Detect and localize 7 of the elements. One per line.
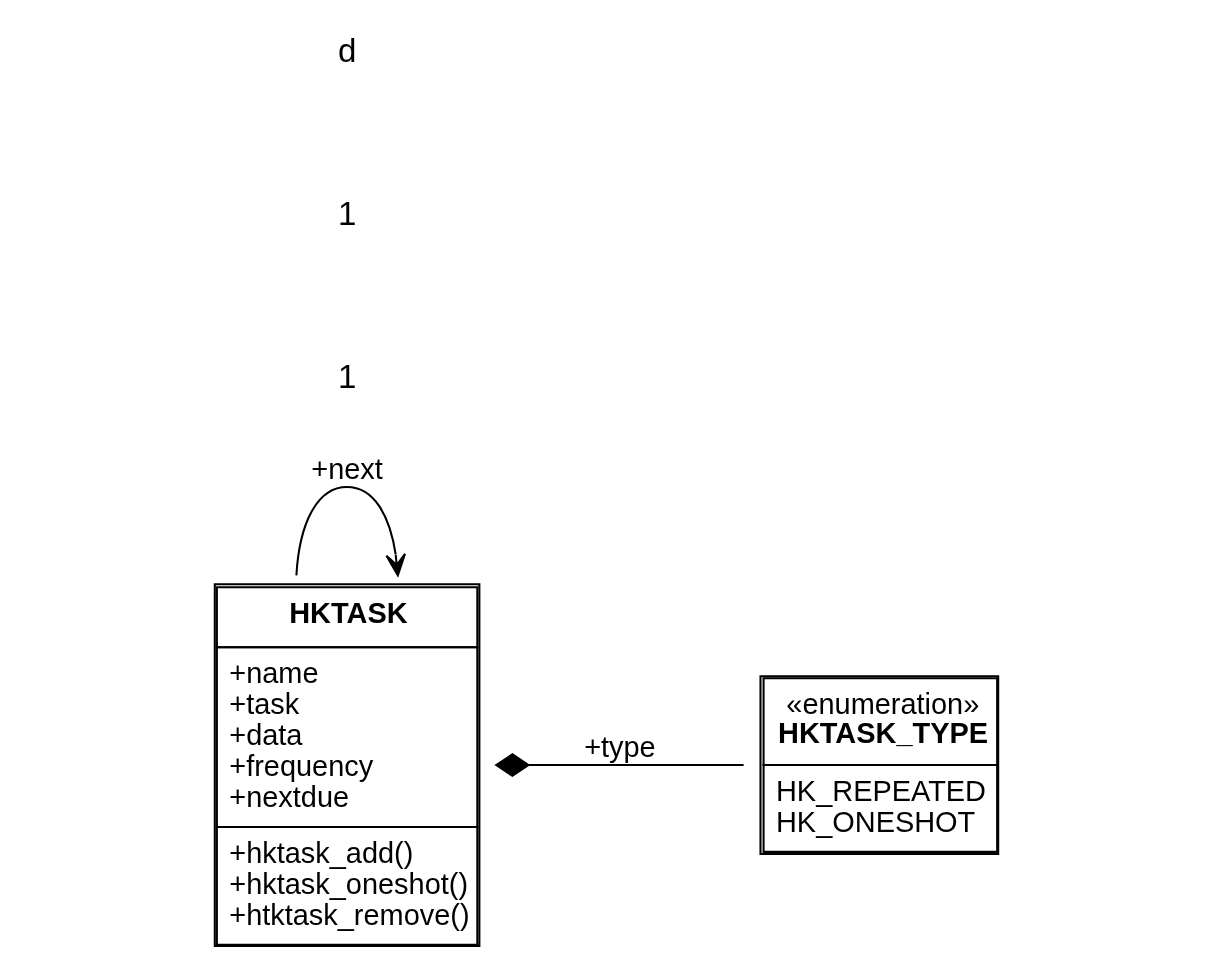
arrow — [295, 486, 406, 577]
edge-label: +next — [311, 453, 383, 486]
label: 1 — [337, 358, 357, 396]
edge-label: +type — [584, 731, 656, 764]
label: d — [337, 31, 357, 69]
connector — [494, 753, 744, 778]
label: 1 — [337, 195, 357, 233]
